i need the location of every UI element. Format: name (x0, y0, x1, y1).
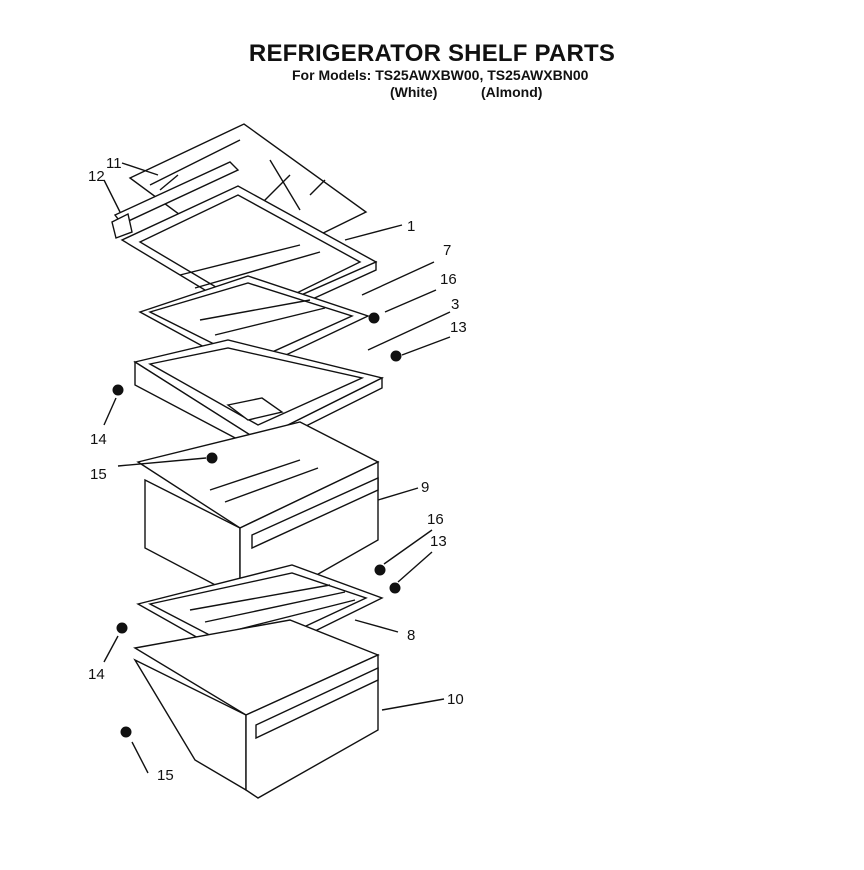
callout-15a: 15 (90, 466, 107, 483)
screw-part-16b (374, 564, 386, 576)
screw-part-15a (206, 452, 218, 464)
callout-9: 9 (421, 479, 429, 496)
callout-8: 8 (407, 627, 415, 644)
callout-3: 3 (451, 296, 459, 313)
callout-1: 1 (407, 218, 415, 235)
leader-lines (103, 162, 451, 774)
screw-part-15b (120, 726, 132, 738)
callout-16b: 16 (427, 511, 444, 528)
callout-7: 7 (443, 242, 451, 259)
screw-part-16a (368, 312, 380, 324)
end-cap-part-12 (111, 212, 133, 239)
crisper-pan-part-10 (133, 619, 380, 799)
variant-white: (White) (390, 84, 438, 100)
screw-part-13a (390, 350, 402, 362)
callout-15b: 15 (157, 767, 174, 784)
callout-11: 11 (106, 155, 122, 172)
callout-16a: 16 (440, 271, 457, 288)
screw-part-14b (116, 622, 128, 634)
callout-13b: 13 (430, 533, 447, 550)
screw-part-13b (389, 582, 401, 594)
page-title: REFRIGERATOR SHELF PARTS (248, 40, 616, 67)
callout-14a: 14 (90, 431, 107, 448)
callout-10: 10 (447, 691, 464, 708)
screw-part-14a (112, 384, 124, 396)
callout-14b: 14 (88, 666, 105, 683)
variant-almond: (Almond) (481, 84, 543, 100)
callout-12: 12 (88, 168, 105, 185)
callout-13a: 13 (450, 319, 467, 336)
models-line: For Models: TS25AWXBW00, TS25AWXBN00 (292, 67, 589, 83)
